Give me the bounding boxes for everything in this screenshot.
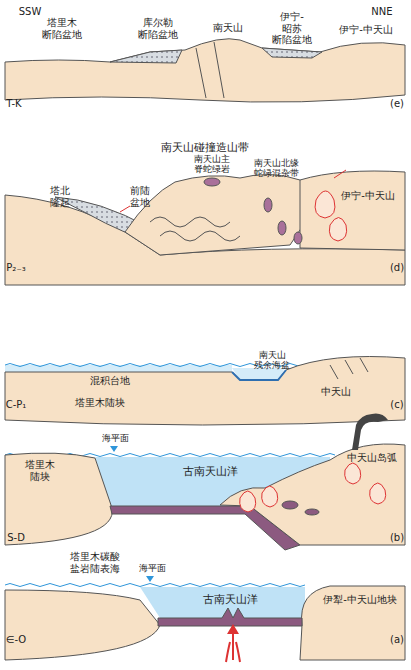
region-label: 海平面	[139, 563, 166, 573]
sea-level-mark	[146, 576, 154, 582]
ophiolite	[204, 178, 220, 186]
ophiolite	[278, 221, 286, 235]
region-label: 南天山 残余海盆	[254, 350, 290, 371]
region-label: 塔里木碳酸 盐岩陆表海	[70, 551, 120, 574]
crust	[5, 39, 405, 102]
region-label: C-P₁	[6, 399, 27, 411]
crust	[5, 453, 112, 545]
region-label: 中天山岛弧	[347, 452, 397, 464]
region-label: 南天山碰撞造山带	[161, 142, 249, 155]
region-label: (c)	[390, 399, 403, 411]
oceanic-crust	[158, 608, 302, 626]
region-label: 南天山	[213, 22, 243, 34]
region-label: 塔里木 陆块	[25, 459, 55, 482]
island-arc	[220, 444, 405, 545]
region-label: 南天山主 脊蛇绿岩	[194, 154, 230, 175]
upwelling-head	[227, 624, 239, 634]
crust	[300, 586, 405, 660]
ophiolite	[264, 198, 272, 212]
region-label: 塔里木 断陷盆地	[42, 17, 82, 40]
region-label: 库尔勒 断陷盆地	[138, 17, 178, 40]
region-label: (b)	[390, 532, 404, 544]
region-label: 伊宁-中天山	[339, 24, 393, 36]
region-label: SSW	[19, 6, 42, 18]
ophiolite	[282, 501, 298, 509]
fold	[150, 217, 240, 241]
region-label: (d)	[390, 262, 404, 274]
region-label: 伊宁-中天山	[341, 190, 395, 202]
region-label: S-D	[7, 532, 25, 544]
region-label: 伊犁-中天山地块	[323, 594, 397, 606]
region-label: 古南天山洋	[203, 594, 258, 607]
region-label: NNE	[371, 6, 392, 18]
region-label: (a)	[390, 634, 404, 646]
region-label: 伊宁-昭苏 断陷盆地	[272, 11, 312, 46]
upwelling	[226, 632, 240, 662]
region-label: 中天山	[321, 386, 351, 398]
sea-surface	[5, 584, 305, 587]
crust	[5, 590, 160, 660]
crust	[300, 171, 405, 250]
region-label: T-K	[6, 98, 21, 110]
pluton	[240, 463, 386, 512]
basin-fill	[110, 50, 182, 63]
thrust	[120, 170, 346, 212]
region-label: 前陆 盆地	[130, 185, 150, 208]
region-label: 塔里木陆块	[75, 397, 125, 409]
region-label: 混积台地	[90, 375, 130, 387]
basin-floor	[232, 370, 286, 380]
volcano-plume	[352, 414, 388, 450]
region-label: P₂₋₃	[6, 262, 25, 274]
crust	[5, 357, 405, 426]
region-label: 海平面	[102, 433, 129, 443]
fault	[196, 42, 224, 98]
region-label: 古南天山洋	[183, 466, 238, 479]
ophiolite	[305, 509, 319, 515]
ophiolite	[294, 232, 302, 244]
orogen	[125, 174, 320, 255]
region-label: (e)	[390, 98, 404, 110]
region-label: ∈-O	[6, 634, 26, 646]
basin-fill	[262, 48, 322, 58]
region-label: 南天山北缘 蛇绿混杂带	[254, 158, 299, 179]
fault	[330, 358, 368, 379]
region-label: 塔北 隆起	[50, 185, 70, 208]
ocean	[140, 587, 305, 618]
sea-level-mark	[110, 446, 118, 452]
